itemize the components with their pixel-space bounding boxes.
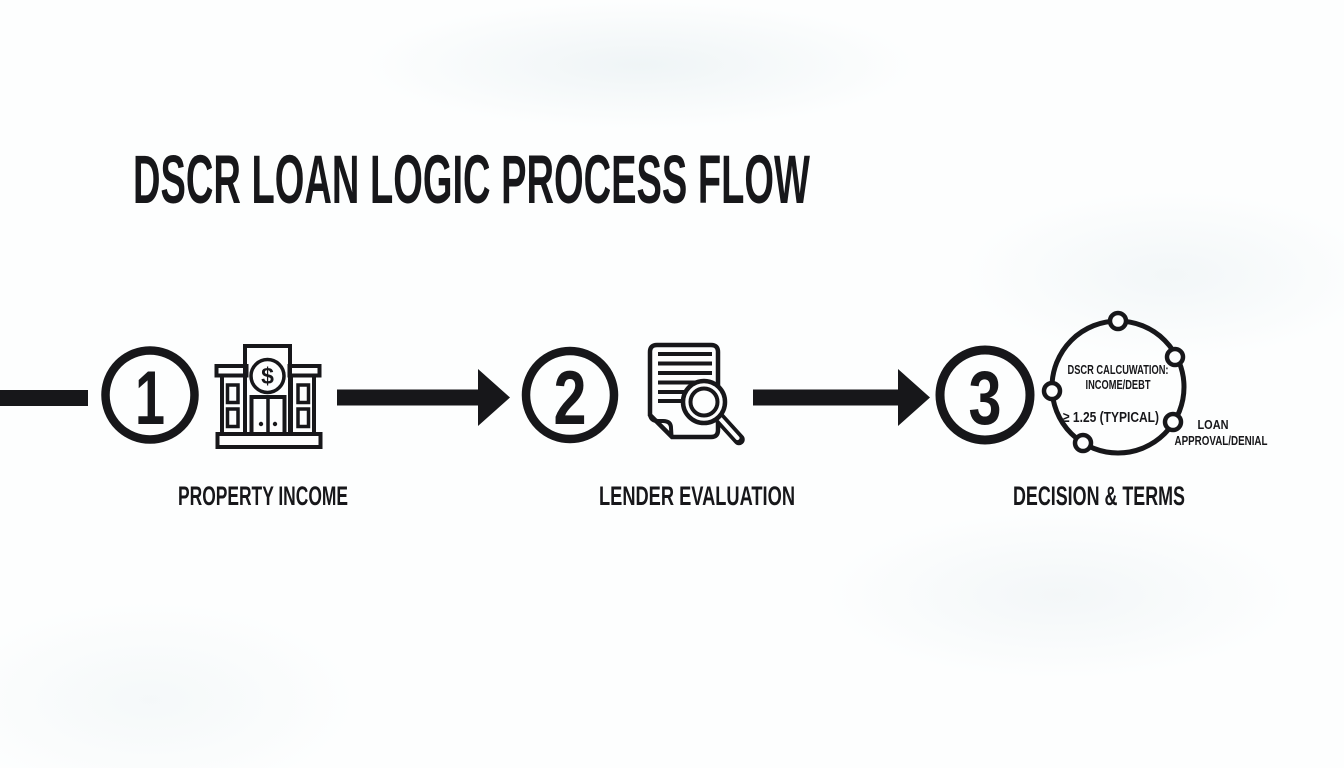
arrow-icon	[753, 369, 930, 426]
cycle-node	[1041, 380, 1063, 402]
step-3-marker: 3	[935, 345, 1035, 445]
loan-outcome-label-line2: APPROVAL/DENIAL	[1175, 433, 1268, 448]
arrow-icon	[337, 369, 510, 426]
step-1-number: 1	[135, 356, 165, 441]
cycle-node	[1107, 310, 1129, 332]
cycle-node	[1164, 346, 1186, 368]
document-magnifier-icon	[647, 342, 745, 446]
step-1-marker: 1	[101, 346, 199, 444]
income-debt-label: INCOME/DEBT	[1086, 378, 1151, 392]
cycle-node	[1162, 411, 1184, 433]
page-title: DSCR LOAN LOGIC PROCESS FLOW	[133, 141, 810, 218]
step-2-label: LENDER EVALUATION	[599, 481, 795, 511]
flow-line-left	[0, 390, 88, 406]
decision-cycle-icon: DSCR CALCUWATION: INCOME/DEBT ≥ 1.25 (TY…	[1041, 310, 1268, 456]
step-1-label: PROPERTY INCOME	[178, 481, 348, 511]
cycle-node	[1072, 432, 1094, 454]
loan-outcome-label-line1: LOAN	[1198, 417, 1229, 432]
step-3-label: DECISION & TERMS	[1013, 481, 1185, 511]
dscr-threshold-label: ≥ 1.25 (TYPICAL)	[1063, 410, 1159, 426]
bank-building-dollar-icon: $	[214, 344, 323, 449]
step-3-number: 3	[969, 356, 1002, 441]
step-2-number: 2	[554, 356, 587, 441]
dscr-calculation-label: DSCR CALCUWATION:	[1068, 363, 1169, 377]
step-2-marker: 2	[521, 346, 619, 444]
bank-dollar-symbol: $	[261, 363, 274, 389]
